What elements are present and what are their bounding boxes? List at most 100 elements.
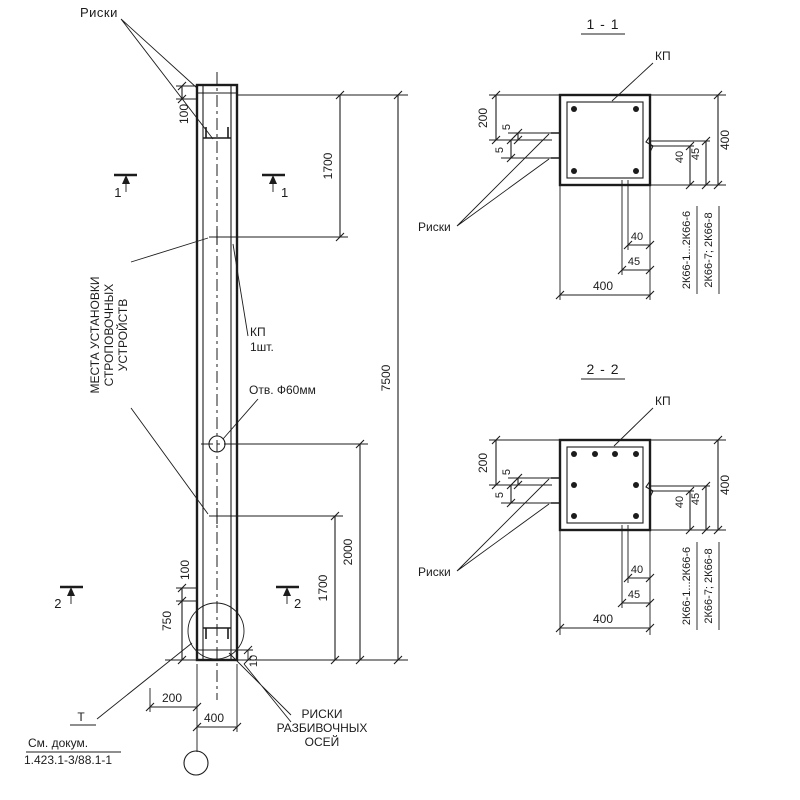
rebar-dot: [633, 451, 639, 457]
section-1-riski-label: Риски: [418, 220, 451, 234]
section-1-dim-5a: [513, 128, 523, 145]
detail-circle: [187, 602, 245, 660]
section-2-dim-5a-label: 5: [501, 469, 513, 475]
dim-100-top-label: 100: [177, 104, 191, 124]
kp-label: КП: [250, 325, 266, 339]
section-1-stirrup: [566, 101, 644, 179]
rebar-dot: [571, 482, 577, 488]
section-1-dim-40h: [623, 240, 655, 250]
section-1-dim-200: [491, 90, 501, 145]
section-1-right-notch: [645, 135, 654, 153]
section-2-risk-ticks: [551, 477, 560, 504]
section-2-dim-200: [491, 435, 501, 490]
section-2-marks-a-label: 2К66-1...2К66-6: [681, 547, 693, 625]
section-cut-number: 2: [54, 596, 62, 611]
section-1-ext-bottom: [559, 180, 651, 300]
section-2-dim-40v-label: 40: [674, 496, 686, 508]
dim-1700-top-label: 1700: [321, 152, 335, 179]
column-outline: [195, 83, 239, 662]
dim-750-label: 750: [160, 611, 174, 631]
doc-leader: [96, 642, 193, 720]
sling-places-leaders: [130, 237, 209, 515]
section-cut-number: 1: [114, 185, 122, 200]
section-2-kp-label: КП: [655, 394, 671, 408]
section-1-dim-400v-label: 400: [718, 130, 732, 150]
rebar-dot: [633, 106, 639, 112]
elevation-view: 1 1 2 2 1700 7500 2000 1700 100: [24, 5, 408, 776]
section-1-ext-right: [650, 94, 726, 186]
section-1-dim-400h-label: 400: [593, 279, 613, 293]
rebar-dot: [612, 451, 618, 457]
section-2-dim-45v: [701, 481, 711, 535]
rebar-dot: [592, 451, 598, 457]
section-flag-2-left: 2: [54, 585, 83, 611]
section-1-dim-45h-label: 45: [628, 256, 640, 268]
section-cut-number: 2: [294, 596, 302, 611]
dim-400-label: 400: [204, 711, 224, 725]
section-2-dim-45v-label: 45: [690, 493, 702, 505]
section-1-title: 1 - 1: [586, 16, 619, 32]
axes-marks-label-line1: РИСКИ: [302, 707, 343, 721]
section-2-dim-40h-label: 40: [631, 564, 643, 576]
section-1-1-view: 1 - 1 КП Риски 200 5 5 40 45 400 40 45: [418, 16, 732, 300]
section-1-marks-b-label: 2К66-7; 2К66-8: [703, 212, 715, 287]
axes-marks-label-line3: ОСЕЙ: [305, 734, 340, 749]
section-1-dim-5b-label: 5: [494, 147, 506, 153]
section-1-dim-40v: [685, 141, 695, 190]
sling-places-label-line2: СТРОПОВОЧНЫХ: [102, 284, 116, 387]
rebar-dot: [571, 168, 577, 174]
rebar-dot: [571, 106, 577, 112]
sling-places-label-line1: МЕСТА УСТАНОВКИ: [88, 277, 102, 394]
hole-leader: [222, 398, 259, 440]
section-2-riski-label: Риски: [418, 565, 451, 579]
section-2-riski-leaders: [456, 478, 550, 572]
column-inner-walls: [202, 85, 232, 660]
dim-200-label: 200: [162, 691, 182, 705]
rebar-dot: [633, 168, 639, 174]
section-1-dim-5a-label: 5: [501, 124, 513, 130]
section-2-dim-5b: [506, 480, 516, 508]
dim-lines-bottom: [145, 702, 242, 732]
section-1-dim-45v-label: 45: [690, 148, 702, 160]
section-2-dim-5b-label: 5: [494, 492, 506, 498]
ext-lines-right: [225, 94, 408, 661]
section-1-kp-label: КП: [655, 49, 671, 63]
section-1-dim-45h: [617, 265, 655, 275]
section-2-dim-45h-label: 45: [628, 589, 640, 601]
section-1-marks-a-label: 2К66-1...2К66-6: [681, 211, 693, 289]
section-cut-number: 1: [281, 185, 289, 200]
dim-10-label: 10: [248, 655, 260, 667]
section-1-dim-45v: [701, 136, 711, 190]
section-1-kp-leader: [611, 62, 654, 102]
section-2-ext-left: [489, 439, 560, 504]
flag-arrow-icon: [269, 175, 277, 184]
section-flag-1-right: 1: [262, 173, 289, 200]
section-2-kp-leader: [613, 407, 654, 447]
section-2-dim-200-label: 200: [476, 453, 490, 473]
hole-label: Отв. Ф60мм: [249, 383, 316, 397]
section-2-dim-5a: [513, 473, 523, 490]
section-1-dim-40v-label: 40: [674, 151, 686, 163]
flag-arrow-icon: [122, 175, 130, 184]
dim-10-group: [237, 645, 253, 665]
section-1-dim-200-label: 200: [476, 108, 490, 128]
section-2-stirrup: [566, 446, 644, 524]
section-1-dim-40h-label: 40: [631, 231, 643, 243]
sling-places-label-line3: УСТРОЙСТВ: [115, 299, 130, 372]
section-2-dim-400v: [713, 435, 723, 535]
section-flag-1-left: 1: [114, 173, 137, 200]
kp-leader: [232, 243, 249, 337]
riski-top-leaders: [120, 18, 214, 140]
axes-marks-leaders: [228, 652, 292, 723]
rebar-dot: [571, 451, 577, 457]
riski-top-label: Риски: [80, 5, 118, 20]
flag-arrow-icon: [67, 587, 75, 596]
section-2-dim-45h: [617, 598, 655, 608]
dim-100-bottom-label: 100: [178, 560, 192, 580]
section-2-2-view: 2 - 2 КП Риски 200 5 5 40 45 400: [418, 361, 732, 635]
axis-bubble: [183, 750, 209, 776]
section-2-right-notch: [645, 480, 654, 498]
section-2-dim-400h-label: 400: [593, 612, 613, 626]
